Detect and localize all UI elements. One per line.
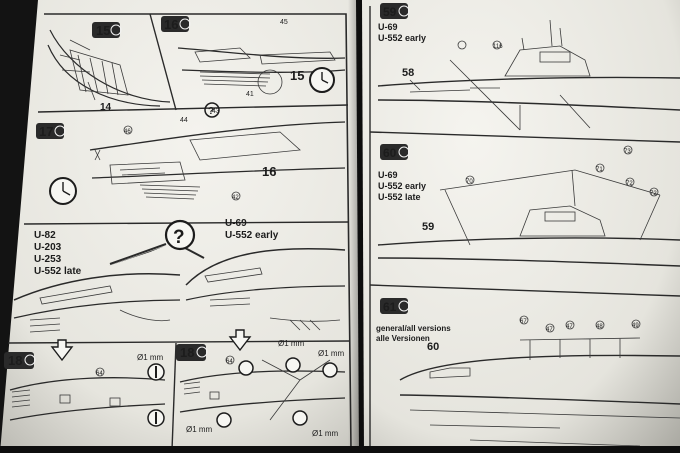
- step-17-panel: 17 46 42 44 43 ? 16: [36, 102, 346, 205]
- glue-tube-icon: [54, 125, 66, 137]
- step-60-panel: 60 U-69 U-552 early U-552 late 70 71 72 …: [377, 144, 680, 267]
- hull-drawing-left: [13, 273, 181, 333]
- step-18a-panel: 18 64 Ø1 mm: [4, 352, 166, 427]
- callout-73: 73: [624, 149, 631, 155]
- grille-pattern: [199, 71, 271, 87]
- glue-tube-icon: [110, 24, 122, 36]
- arrow-down-icon: [50, 339, 74, 362]
- glue-tube-icon: [398, 300, 410, 312]
- step-17-number: 17: [39, 124, 53, 139]
- version-u82: U-82: [34, 230, 56, 241]
- drill-icon: [285, 357, 301, 373]
- hull-drawing-right: [185, 248, 346, 331]
- callout-45: 45: [280, 19, 288, 26]
- version-u69: U-69: [378, 22, 398, 32]
- version-u253: U-253: [34, 254, 62, 265]
- step-59-panel: 59 U-69 U-552 early 116 58: [377, 3, 680, 131]
- hole-label: Ø1 mm: [137, 353, 164, 362]
- conning-tower-with-wires: [439, 169, 661, 246]
- hull-detail: [183, 381, 220, 400]
- step-60-number: 60: [383, 146, 397, 160]
- callout-71: 71: [596, 167, 603, 173]
- step-18b-number: 18: [180, 345, 194, 360]
- version-u69: U-69: [378, 170, 398, 180]
- callout-67: 67: [520, 319, 527, 325]
- step-15-number: 15: [96, 23, 110, 38]
- part-label-59: 59: [422, 221, 434, 233]
- callout-44: 43: [212, 108, 220, 115]
- callout-49: 49: [632, 323, 639, 329]
- callout-70: 70: [466, 179, 473, 185]
- callout-72: 72: [626, 181, 633, 187]
- version-u552-late: U-552 late: [34, 266, 82, 277]
- drill-icon: [196, 346, 208, 358]
- glue-tube-icon: [398, 5, 410, 17]
- step-18a-number: 18: [8, 353, 22, 368]
- callout-47: 47: [566, 324, 573, 330]
- step-16-panel: 16 45 41 15: [161, 16, 346, 98]
- part-label-16: 16: [262, 164, 276, 179]
- callout-116: 116: [493, 44, 503, 50]
- step-15-panel: 15 14: [47, 22, 171, 113]
- variant-panel: ? U-82 U-203 U-253 U-552 late U-69 U-552…: [13, 218, 346, 362]
- callout-42: 42: [232, 195, 239, 201]
- conning-tower-railing: [429, 337, 641, 379]
- grille-pattern: [139, 184, 201, 200]
- version-u552-early: U-552 early: [378, 181, 426, 191]
- step-15-drawing: [59, 39, 129, 96]
- part-label-14: 14: [100, 102, 112, 113]
- version-u552-early: U-552 early: [225, 230, 279, 241]
- hull-detail: [11, 389, 121, 408]
- version-u69: U-69: [225, 218, 247, 229]
- callout-41: 41: [246, 91, 254, 98]
- hole-label: Ø1 mm: [312, 429, 339, 438]
- step-18b-panel: 18 64 Ø1 mm Ø1 mm Ø1 mm Ø1 mm: [176, 339, 346, 438]
- callout-64: 64: [96, 371, 103, 377]
- arrow-down-icon: [228, 329, 252, 352]
- glue-tube-icon: [398, 146, 410, 158]
- svg-text:?: ?: [173, 227, 185, 248]
- step-61-number: 61: [383, 300, 397, 314]
- drill-icon: [216, 412, 232, 428]
- svg-text:?: ?: [208, 106, 214, 117]
- question-icon: [204, 102, 220, 118]
- glue-tube-icon: [179, 18, 191, 30]
- callout-47: 47: [546, 327, 553, 333]
- callout-46: 46: [124, 129, 131, 135]
- step-59-number: 59: [383, 5, 397, 19]
- drill-icon: [322, 362, 338, 378]
- part-label-60: 60: [427, 341, 439, 353]
- conning-tower: [504, 19, 591, 77]
- part-label-15: 15: [290, 68, 304, 83]
- version-alle: alle Versionen: [376, 334, 430, 343]
- table-shadow: [0, 446, 680, 453]
- question-icon: [164, 219, 196, 251]
- drill-icon: [238, 360, 254, 376]
- step-16-number: 16: [164, 17, 178, 32]
- callout-72: 72: [650, 191, 657, 197]
- version-general: general/all versions: [376, 324, 451, 333]
- callout-43: 44: [180, 117, 188, 124]
- version-u552-early: U-552 early: [378, 33, 426, 43]
- part-label-58: 58: [402, 67, 414, 79]
- drill-icon: [292, 410, 308, 426]
- hole-label: Ø1 mm: [318, 349, 345, 358]
- drill-icon: [24, 354, 36, 366]
- hole-label: Ø1 mm: [186, 425, 213, 434]
- step-61-panel: 61 general/all versions alle Versionen 6…: [376, 298, 680, 447]
- right-page: [362, 0, 680, 453]
- version-u552-late: U-552 late: [378, 192, 421, 202]
- callout-48: 48: [596, 324, 603, 330]
- version-u203: U-203: [34, 242, 62, 253]
- hole-label: Ø1 mm: [278, 339, 305, 348]
- callout-64: 64: [226, 359, 233, 365]
